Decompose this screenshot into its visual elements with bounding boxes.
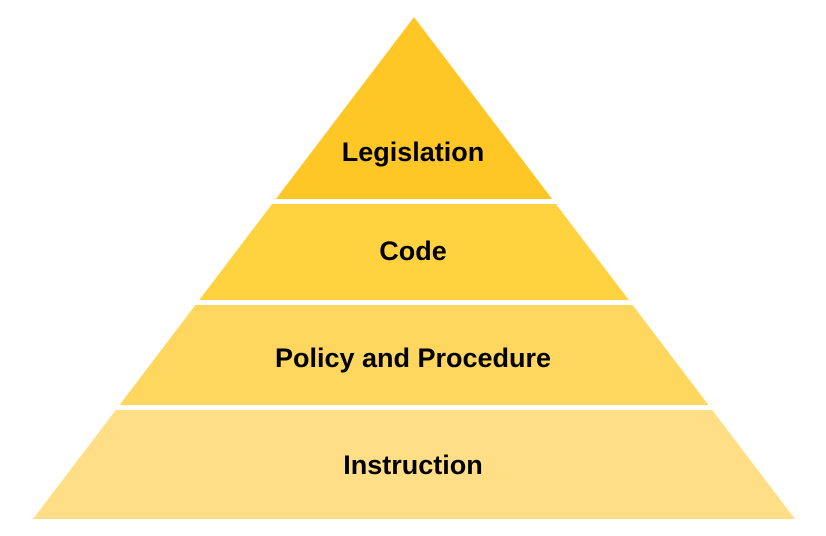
pyramid-tier-3[interactable] [119, 305, 709, 405]
pyramid-tier-4[interactable] [33, 410, 795, 519]
pyramid-tier-1[interactable] [275, 17, 553, 199]
pyramid-tier-label-4: Instruction [343, 450, 483, 480]
pyramid-tier-2[interactable] [199, 204, 629, 300]
pyramid-tier-label-3: Policy and Procedure [274, 343, 552, 373]
pyramid-tier-label-1: Legislation [341, 137, 485, 167]
pyramid-tier-label-2: Code [379, 236, 447, 266]
